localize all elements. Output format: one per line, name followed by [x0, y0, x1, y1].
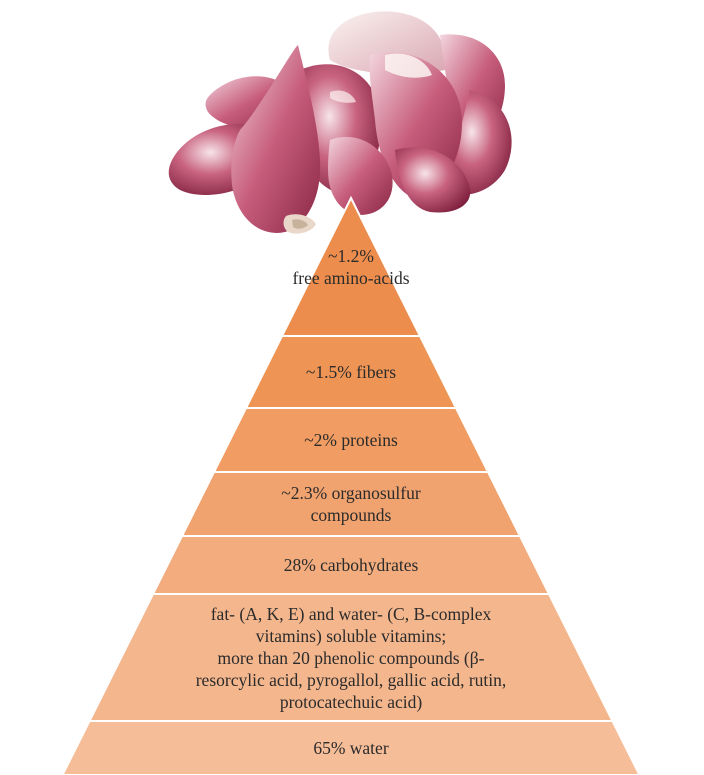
tier-label: 28% carbohydrates: [163, 540, 539, 590]
tier-label-line: vitamins) soluble vitamins;: [196, 625, 507, 647]
tier-label-line: protocatechuic acid): [196, 691, 507, 713]
tier-label-line: resorcylic acid, pyrogallol, gallic acid…: [196, 669, 507, 691]
tier-label-line: 28% carbohydrates: [284, 554, 419, 576]
tier-label: ~2% proteins: [224, 412, 478, 468]
tier-label-line: compounds: [281, 504, 420, 526]
tier-label-line: ~2% proteins: [304, 429, 398, 451]
tier-label-line: ~1.5% fibers: [306, 361, 396, 383]
tier-label-line: free amino-acids: [292, 267, 409, 289]
tier-label-line: fat- (A, K, E) and water- (C, B-complex: [196, 603, 507, 625]
tier-label-line: more than 20 phenolic compounds (β-: [196, 647, 507, 669]
tier-label-line: 65% water: [313, 737, 388, 759]
tier-label-line: ~1.2%: [292, 245, 409, 267]
tier-label: ~1.2%free amino-acids: [292, 202, 410, 332]
tier-label-line: ~2.3% organosulfur: [281, 482, 420, 504]
tier-label: 65% water: [91, 725, 611, 771]
garlic-illustration: [169, 11, 512, 233]
tier-label: ~1.5% fibers: [256, 340, 446, 404]
